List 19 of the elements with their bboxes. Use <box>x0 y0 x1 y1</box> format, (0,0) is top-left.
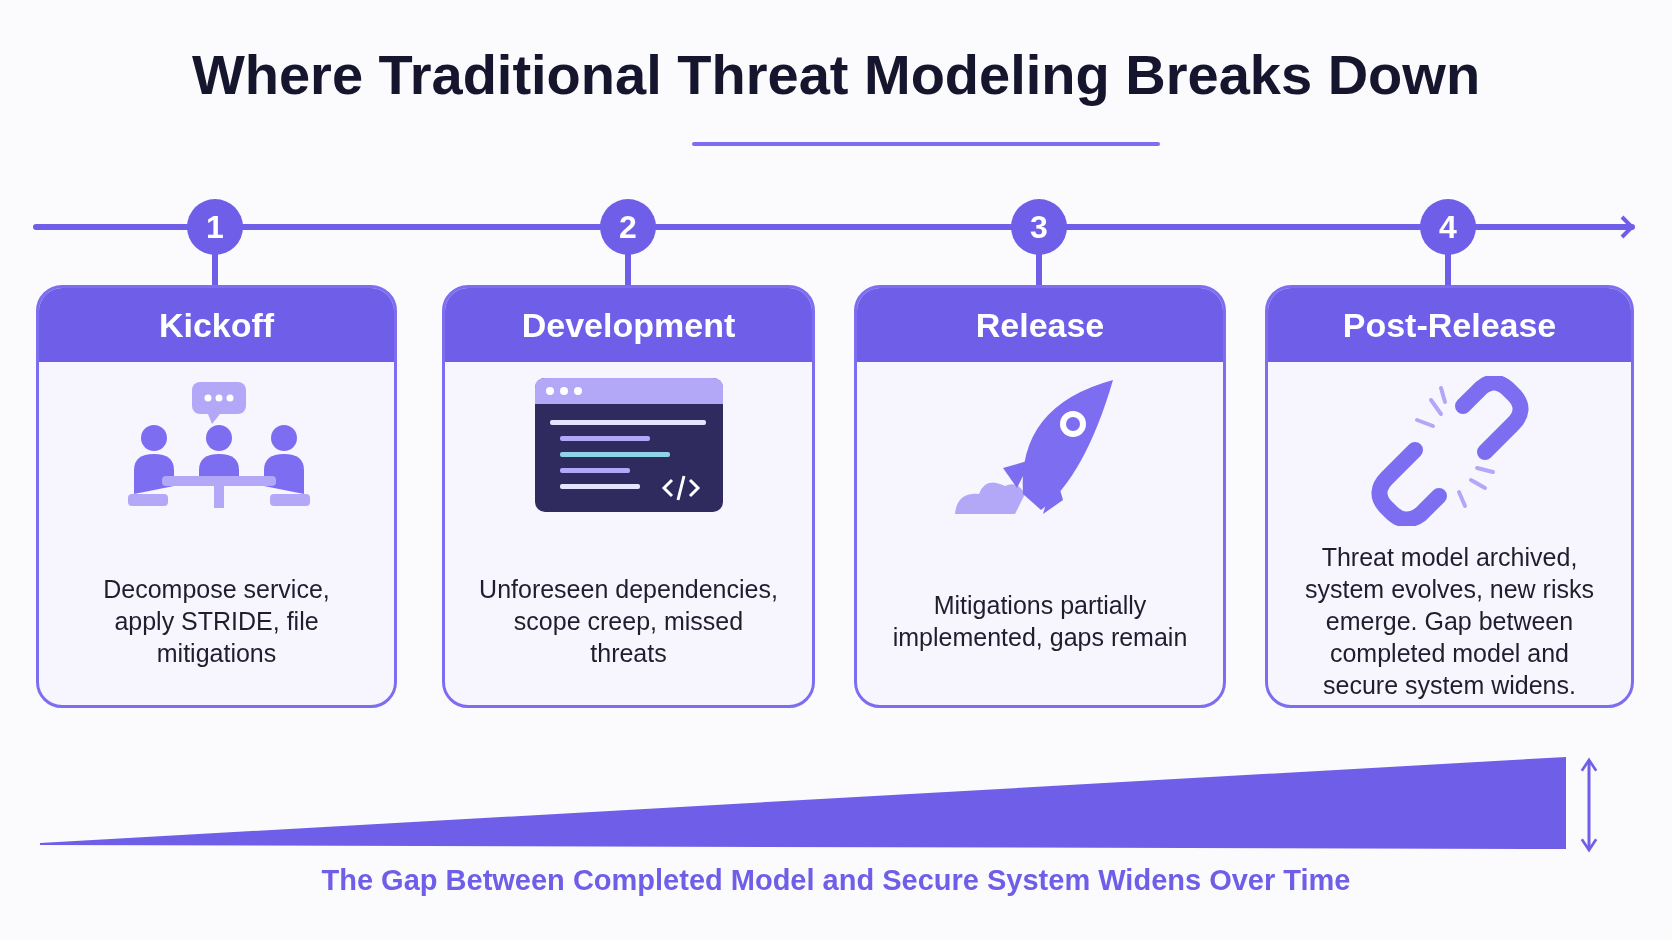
step-number: 3 <box>1011 199 1067 255</box>
gap-wedge <box>40 757 1566 849</box>
title: Where Traditional Threat Modeling Breaks Down <box>190 42 1482 107</box>
card-text: Mitigations partially implemented, gaps remain <box>891 590 1189 653</box>
stage-card <box>1265 285 1634 708</box>
stage-card <box>36 285 397 708</box>
caption: The Gap Between Completed Model and Secure System Widens Over Time <box>320 864 1352 897</box>
card-text: Threat model archived, system evolves, new risks emerge. Gap between completed model and secure system widens. <box>1304 542 1595 701</box>
step-number: 1 <box>187 199 243 255</box>
step-number: 4 <box>1420 199 1476 255</box>
card-heading: Post-Release <box>1268 288 1631 362</box>
card-heading: Development <box>445 288 812 362</box>
stage-card <box>442 285 815 708</box>
step-number: 2 <box>600 199 656 255</box>
card-heading: Release <box>857 288 1223 362</box>
stage-card <box>854 285 1226 708</box>
card-heading: Kickoff <box>39 288 394 362</box>
card-text: Unforeseen dependencies, scope creep, missed threats <box>479 574 778 669</box>
card-text: Decompose service, apply STRIDE, file mitigations <box>102 574 331 669</box>
